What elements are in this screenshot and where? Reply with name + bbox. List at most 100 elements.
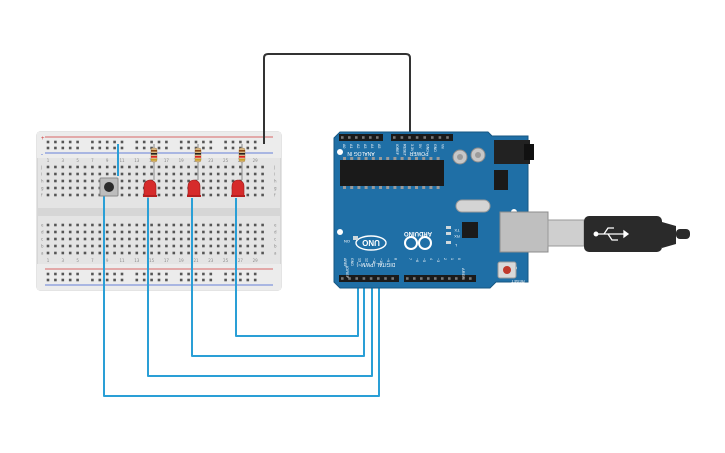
strip-hole <box>120 251 124 255</box>
strip-hole <box>246 186 250 190</box>
rail-hole <box>246 140 250 144</box>
strip-hole <box>209 172 213 176</box>
header-pin <box>423 136 426 139</box>
strip-hole <box>209 244 213 248</box>
strip-hole <box>68 251 72 255</box>
strip-hole <box>165 165 168 169</box>
strip-hole <box>202 165 205 169</box>
strip-hole <box>209 165 213 169</box>
column-number: 25 <box>223 258 229 263</box>
bottom-power-rail <box>37 264 281 290</box>
strip-hole <box>165 230 168 234</box>
digital-header-low <box>339 275 399 282</box>
strip-hole <box>231 223 235 227</box>
rail-hole <box>253 272 257 276</box>
strip-hole <box>253 165 257 169</box>
chip-leg <box>429 186 433 189</box>
strip-hole <box>202 179 205 183</box>
column-number: 5 <box>76 258 79 263</box>
pin-label: ~9 <box>386 258 390 262</box>
pin-label: 5V <box>418 144 422 149</box>
rail-hole <box>179 140 183 144</box>
pin-label: A0 <box>342 144 346 148</box>
strip-hole <box>135 251 139 255</box>
strip-hole <box>91 165 94 169</box>
strip-hole <box>209 230 213 234</box>
strip-hole <box>261 165 264 169</box>
header-pin <box>406 277 409 280</box>
strip-hole <box>209 179 213 183</box>
strip-hole <box>128 237 131 241</box>
strip-hole <box>76 186 79 190</box>
rail-hole <box>54 140 57 144</box>
column-number: 11 <box>119 258 125 263</box>
column-number: 25 <box>223 158 229 163</box>
strip-hole <box>76 172 79 176</box>
column-number: 19 <box>179 258 185 263</box>
strip-hole <box>61 230 65 234</box>
strip-hole <box>224 237 227 241</box>
strip-hole <box>61 179 65 183</box>
strip-hole <box>165 244 168 248</box>
usb-cable <box>584 216 690 252</box>
chip-leg <box>350 157 354 160</box>
rail-hole <box>157 272 161 276</box>
usb-cable-end <box>676 229 690 239</box>
l-led <box>446 241 451 244</box>
strip-hole <box>157 223 161 227</box>
strip-hole <box>202 244 205 248</box>
usb-controller-chip <box>462 222 478 238</box>
strip-hole <box>91 237 94 241</box>
strip-hole <box>224 165 227 169</box>
strip-hole <box>113 165 116 169</box>
strip-hole <box>246 251 250 255</box>
chip-pins <box>343 157 440 189</box>
rail-hole <box>54 146 57 150</box>
strip-hole <box>231 172 235 176</box>
rail-hole <box>209 278 213 282</box>
rail-hole <box>187 146 190 150</box>
strip-hole <box>194 230 198 234</box>
strip-hole <box>179 237 183 241</box>
strip-hole <box>239 223 242 227</box>
header-pin <box>438 136 442 139</box>
strip-hole <box>142 172 146 176</box>
rail-hole <box>142 278 146 282</box>
strip-hole <box>46 244 50 248</box>
column-number: 11 <box>119 158 125 163</box>
analog-header <box>339 134 383 141</box>
strip-hole <box>157 193 161 197</box>
rail-hole <box>54 272 57 276</box>
strip-hole <box>157 179 161 183</box>
strip-hole <box>157 237 161 241</box>
strip-hole <box>216 165 220 169</box>
rail-hole <box>224 140 227 144</box>
strip-hole <box>172 223 176 227</box>
rail-hole <box>46 140 50 144</box>
strip-hole <box>128 186 131 190</box>
strip-hole <box>165 193 168 197</box>
strip-hole <box>179 230 183 234</box>
strip-hole <box>179 251 183 255</box>
strip-hole <box>209 237 213 241</box>
pin-label: ~3 <box>436 258 440 262</box>
header-pin <box>391 277 394 280</box>
strip-hole <box>253 186 257 190</box>
chip-leg <box>407 186 411 189</box>
strip-hole <box>61 244 65 248</box>
rail-hole <box>253 146 257 150</box>
strip-hole <box>246 237 250 241</box>
pin-label: 13 <box>357 258 361 262</box>
column-number: 17 <box>164 158 170 163</box>
rail-hole <box>54 278 57 282</box>
pin-label: 1 <box>450 258 454 260</box>
rail-hole <box>120 278 124 282</box>
voltage-regulator <box>494 170 508 190</box>
tx-led <box>446 226 451 229</box>
usb-plug-metal <box>547 219 585 247</box>
strip-hole <box>76 230 79 234</box>
strip-hole <box>209 223 213 227</box>
strip-hole <box>83 172 87 176</box>
row-letter: d <box>274 230 277 235</box>
